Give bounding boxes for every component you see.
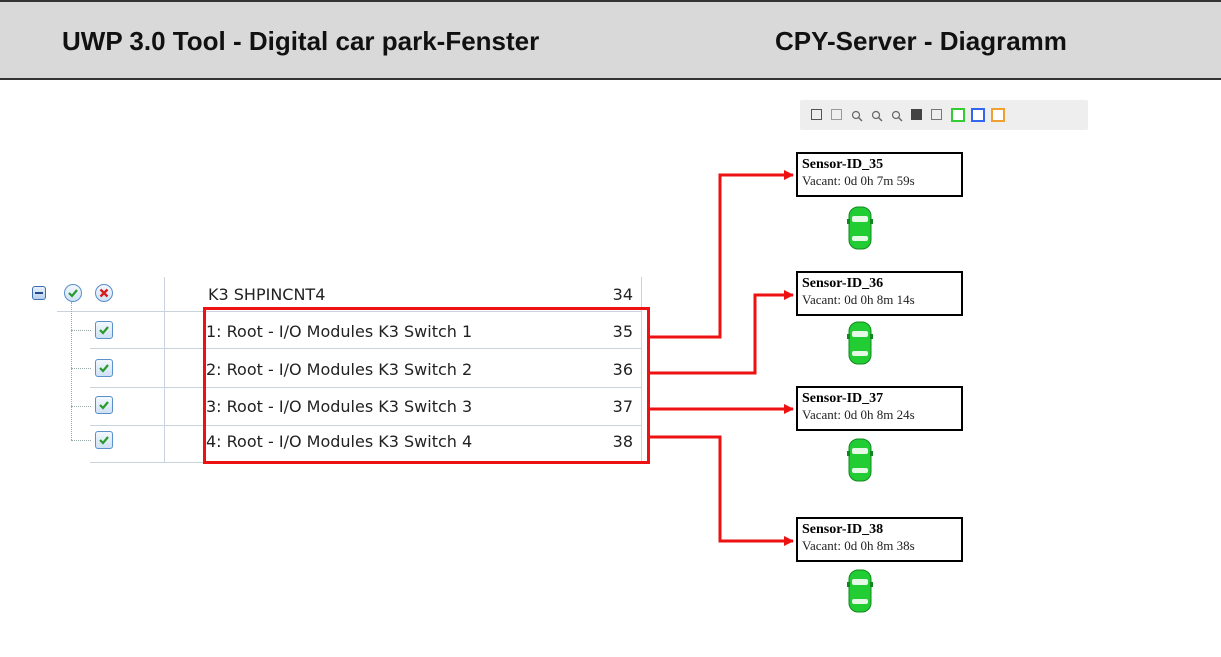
sensor-status: Vacant: 0d 0h 8m 24s xyxy=(802,407,915,422)
select-icon[interactable] xyxy=(811,109,822,120)
row-divider xyxy=(57,311,642,312)
check-all-icon[interactable] xyxy=(64,284,82,302)
sensor-node[interactable]: Sensor-ID_38 Vacant: 0d 0h 8m 38s xyxy=(796,517,963,562)
header-bar: UWP 3.0 Tool - Digital car park-Fenster … xyxy=(0,0,1221,80)
zoom-out-icon[interactable] xyxy=(891,109,903,122)
collapse-toggle-icon[interactable] xyxy=(32,286,46,300)
sensor-id: Sensor-ID_38 xyxy=(802,522,884,537)
zoom-in-icon[interactable] xyxy=(851,109,863,122)
sensor-id: Sensor-ID_35 xyxy=(802,157,884,172)
row-value: 36 xyxy=(612,360,633,379)
sensor-id: Sensor-ID_37 xyxy=(802,391,884,406)
car-icon xyxy=(847,206,873,250)
calendar-icon[interactable] xyxy=(931,109,942,120)
sensor-status: Vacant: 0d 0h 8m 38s xyxy=(802,538,915,553)
left-panel-title: UWP 3.0 Tool - Digital car park-Fenster xyxy=(62,26,540,56)
sensor-status: Vacant: 0d 0h 8m 14s xyxy=(802,292,915,307)
sensor-node[interactable]: Sensor-ID_36 Vacant: 0d 0h 8m 14s xyxy=(796,271,963,316)
tree-connector xyxy=(71,302,73,440)
sensor-id: Sensor-ID_36 xyxy=(802,276,884,291)
car-icon xyxy=(847,321,873,365)
sensor-status: Vacant: 0d 0h 7m 59s xyxy=(802,173,915,188)
zoom-icon[interactable] xyxy=(871,109,883,122)
arrow-to-sensor-35 xyxy=(650,170,794,339)
row-divider xyxy=(90,425,642,426)
checkbox-checked-icon[interactable] xyxy=(95,431,113,449)
row-value: 37 xyxy=(612,397,633,416)
green-flag-icon[interactable] xyxy=(951,108,965,122)
save-icon[interactable] xyxy=(911,109,922,120)
blue-flag-icon[interactable] xyxy=(971,108,985,122)
row-label: 3: Root - I/O Modules K3 Switch 3 xyxy=(206,397,473,416)
diagram-toolbar xyxy=(800,100,1088,130)
car-icon xyxy=(847,569,873,613)
row-value: 38 xyxy=(612,432,633,451)
row-label: 2: Root - I/O Modules K3 Switch 2 xyxy=(206,360,473,379)
parent-row-label: K3 SHPINCNT4 xyxy=(208,285,326,304)
tree-connector xyxy=(71,368,91,370)
arrow-to-sensor-38 xyxy=(650,435,794,546)
row-label: 4: Root - I/O Modules K3 Switch 4 xyxy=(206,432,473,451)
column-divider xyxy=(164,277,165,462)
highlight-box xyxy=(203,307,650,464)
column-divider xyxy=(641,277,642,462)
orange-flag-icon[interactable] xyxy=(991,108,1005,122)
right-panel-title: CPY-Server - Diagramm xyxy=(775,26,1067,56)
tree-connector xyxy=(71,440,91,442)
uncheck-all-icon[interactable] xyxy=(95,284,113,302)
arrow-to-sensor-36 xyxy=(650,290,794,375)
checkbox-checked-icon[interactable] xyxy=(95,321,113,339)
sensor-node[interactable]: Sensor-ID_37 Vacant: 0d 0h 8m 24s xyxy=(796,386,963,431)
row-divider xyxy=(90,348,642,349)
checkbox-checked-icon[interactable] xyxy=(95,396,113,414)
tree-connector xyxy=(71,406,91,408)
sensor-node[interactable]: Sensor-ID_35 Vacant: 0d 0h 7m 59s xyxy=(796,152,963,197)
row-divider xyxy=(90,387,642,388)
tree-connector xyxy=(71,330,91,332)
row-value: 35 xyxy=(612,322,633,341)
checkbox-checked-icon[interactable] xyxy=(95,359,113,377)
car-icon xyxy=(847,438,873,482)
parent-row-value: 34 xyxy=(612,285,633,304)
row-label: 1: Root - I/O Modules K3 Switch 1 xyxy=(206,322,473,341)
box-icon[interactable] xyxy=(831,109,842,120)
